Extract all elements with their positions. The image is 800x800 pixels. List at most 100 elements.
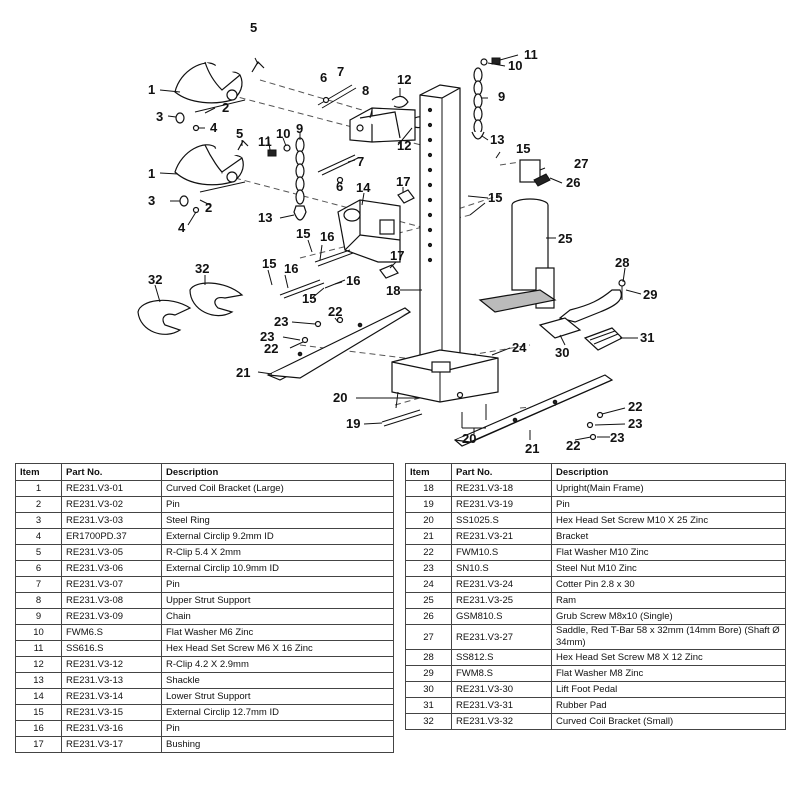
callout-1-second: 1 (148, 166, 155, 181)
callout-18: 18 (386, 283, 400, 298)
item-cell: 4 (15, 528, 62, 545)
callout-11: 11 (524, 47, 538, 62)
part-no-cell: ER1700PD.37 (61, 528, 162, 545)
part-no-cell: RE231.V3-03 (61, 512, 162, 529)
part-no-cell: RE231.V3-31 (451, 697, 552, 714)
callout-15-fifth: 15 (488, 190, 502, 205)
part-no-cell: RE231.V3-13 (61, 672, 162, 689)
callout-4-second: 4 (178, 220, 186, 235)
part-no-cell: SS1025.S (451, 512, 552, 529)
callout-32-second: 32 (195, 261, 209, 276)
leader-lines (154, 54, 642, 441)
item-cell: 7 (15, 576, 62, 593)
callout-15-second: 15 (296, 226, 310, 241)
item-cell: 8 (15, 592, 62, 609)
item-cell: 9 (15, 608, 62, 625)
item-cell: 21 (405, 528, 452, 545)
part-no-cell: RE231.V3-17 (61, 736, 162, 753)
item-cell: 17 (15, 736, 62, 753)
callout-10-second: 10 (276, 126, 290, 141)
callout-9: 9 (498, 89, 505, 104)
callout-28: 28 (615, 255, 629, 270)
description-cell: Grub Screw M8x10 (Single) (551, 608, 786, 625)
part-no-cell: RE231.V3-02 (61, 496, 162, 513)
part-no-cell: RE231.V3-18 (451, 480, 552, 497)
rubber-pad (583, 327, 624, 351)
item-cell: 29 (405, 665, 452, 682)
callout-26: 26 (566, 175, 580, 190)
description-cell: Lower Strut Support (161, 688, 394, 705)
callout-6-second: 6 (336, 179, 343, 194)
callout-5: 5 (250, 20, 257, 35)
description-cell: Chain (161, 608, 394, 625)
item-cell: 3 (15, 512, 62, 529)
part-no-cell: RE231.V3-06 (61, 560, 162, 577)
part-no-cell: RE231.V3-25 (451, 592, 552, 609)
exploded-parts-diagram: 1 2 3 4 5 6 7 8 9 10 11 12 13 14 15 16 1… (137, 20, 657, 456)
table-header-row: Item Part No. Description (15, 463, 394, 481)
item-cell: 32 (405, 713, 452, 730)
table-header-row: Item Part No. Description (405, 463, 786, 481)
description-cell: Pin (161, 720, 394, 737)
callout-7-second: 7 (357, 154, 364, 169)
description-cell: Flat Washer M10 Zinc (551, 544, 786, 561)
part-no-cell: RE231.V3-07 (61, 576, 162, 593)
description-cell: Rubber Pad (551, 697, 786, 714)
part-no-cell: RE231.V3-19 (451, 496, 552, 513)
item-cell: 26 (405, 608, 452, 625)
item-cell: 12 (15, 656, 62, 673)
item-cell: 18 (405, 480, 452, 497)
chain-upper (471, 57, 501, 140)
callout-4: 4 (210, 120, 218, 135)
part-no-cell: RE231.V3-16 (61, 720, 162, 737)
small-hardware (175, 61, 427, 214)
screws-20 (368, 391, 487, 428)
callout-15: 15 (516, 141, 530, 156)
column-header-description: Description (161, 463, 394, 481)
callout-5-second: 5 (236, 126, 243, 141)
description-cell: Pin (551, 496, 786, 513)
part-no-cell: RE231.V3-09 (61, 608, 162, 625)
description-cell: R-Clip 5.4 X 2mm (161, 544, 394, 561)
upright-base (391, 349, 499, 403)
description-cell: Cotter Pin 2.8 x 30 (551, 576, 786, 593)
bracket-left (266, 307, 412, 381)
callout-8: 8 (362, 83, 369, 98)
part-no-cell: RE231.V3-21 (451, 528, 552, 545)
description-cell: External Circlip 12.7mm ID (161, 704, 394, 721)
callout-13: 13 (490, 132, 504, 147)
description-cell: Bracket (551, 528, 786, 545)
part-no-cell: SS812.S (451, 649, 552, 666)
part-no-cell: RE231.V3-12 (61, 656, 162, 673)
callout-3-second: 3 (148, 193, 155, 208)
item-cell: 1 (15, 480, 62, 497)
callout-20: 20 (333, 390, 347, 405)
item-cell: 16 (15, 720, 62, 737)
part-no-cell: SN10.S (451, 560, 552, 577)
callout-21-second: 21 (525, 441, 539, 456)
ram (478, 159, 557, 313)
item-cell: 31 (405, 697, 452, 714)
part-no-cell: RE231.V3-27 (451, 624, 552, 650)
description-cell: Steel Nut M10 Zinc (551, 560, 786, 577)
description-cell: Steel Ring (161, 512, 394, 529)
callout-12-second: 12 (397, 138, 411, 153)
bushing-lower (379, 264, 399, 279)
callout-23-third: 23 (628, 416, 642, 431)
item-cell: 24 (405, 576, 452, 593)
